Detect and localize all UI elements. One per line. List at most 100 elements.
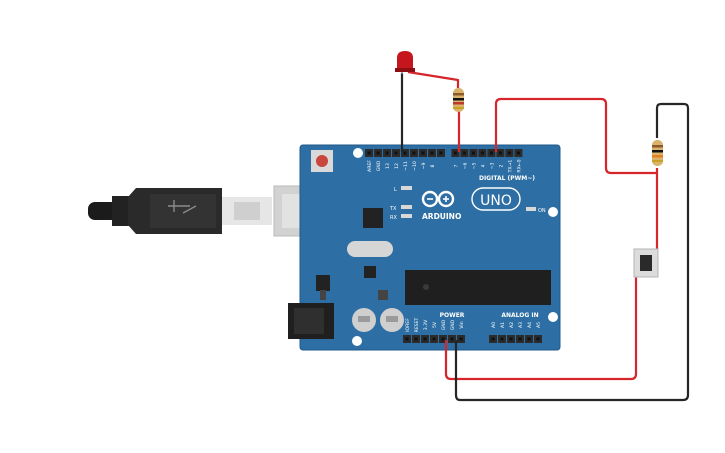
digital-pin-label: TX→1 (507, 160, 513, 174)
digital-socket-hole (462, 151, 466, 155)
usb-cable[interactable] (88, 185, 335, 237)
digital-socket-hole (507, 151, 511, 155)
reset-button[interactable] (311, 150, 333, 172)
digital-pin-label: ~5 (471, 163, 477, 170)
analog-pin-label: A3 (518, 322, 524, 328)
analog-socket-hole (491, 337, 495, 341)
pushbutton[interactable] (633, 248, 659, 278)
analog-socket-hole (509, 337, 513, 341)
usb-icon (168, 200, 197, 214)
small-chip (378, 290, 388, 300)
regulator (316, 275, 330, 291)
digital-socket-hole (421, 151, 425, 155)
digital-socket-hole (480, 151, 484, 155)
digital-pin-label: 7 (453, 164, 459, 167)
power-pin-label: 3.3V (423, 319, 429, 330)
power-socket-hole (414, 337, 418, 341)
wire-resistor-gnd[interactable] (454, 102, 690, 402)
digital-pin-label: 12 (394, 163, 400, 169)
model-badge (471, 187, 521, 211)
power-socket-hole (405, 337, 409, 341)
digital-pin-label: ~3 (489, 163, 495, 170)
led-on-indicator (526, 207, 536, 211)
digital-pin-label: ~6 (462, 163, 468, 170)
led-tx-indicator (401, 205, 412, 209)
digital-pin-label: 2 (498, 164, 504, 167)
digital-socket-hole (498, 151, 502, 155)
digital-socket-hole (489, 151, 493, 155)
regulator-leg (320, 290, 326, 300)
capacitor (380, 308, 404, 332)
digital-socket-hole (385, 151, 389, 155)
usb-chip (363, 208, 383, 228)
digital-socket-hole (453, 151, 457, 155)
analog-pin-label: A2 (509, 322, 515, 328)
capacitor (352, 308, 376, 332)
wire-button-5v[interactable] (444, 275, 638, 381)
label-l: L (394, 187, 397, 193)
mount-hole (353, 148, 363, 158)
small-chip (364, 266, 376, 278)
digital-header[interactable] (365, 149, 523, 157)
digital-socket-hole (367, 151, 371, 155)
resistor-led[interactable] (453, 88, 464, 112)
analog-header[interactable] (489, 335, 542, 343)
power-socket-hole (450, 337, 454, 341)
analog-socket-hole (518, 337, 522, 341)
atmega-chip (405, 270, 551, 305)
label-on: ON (538, 208, 546, 214)
digital-pin-label: 4 (480, 164, 486, 167)
digital-socket-hole (394, 151, 398, 155)
led[interactable] (395, 51, 415, 74)
power-pin-label: GND (441, 319, 447, 330)
led-rx-indicator (401, 214, 412, 218)
digital-pin-label: RX←0 (516, 159, 522, 172)
crystal (347, 241, 393, 257)
digital-socket-hole (516, 151, 520, 155)
analog-pin-label: A5 (536, 322, 542, 328)
arduino-board[interactable]: L TX RX ON ARDUINO UNO DIGITAL (PWM~) PO… (288, 144, 561, 351)
power-socket-hole (459, 337, 463, 341)
wire-led-resistor[interactable] (407, 70, 460, 88)
analog-label: ANALOG IN (501, 312, 538, 319)
power-socket-hole (423, 337, 427, 341)
digital-socket-hole (439, 151, 443, 155)
analog-socket-hole (527, 337, 531, 341)
mount-hole (548, 207, 558, 217)
power-pin-label: 5V (432, 321, 438, 328)
analog-socket-hole (500, 337, 504, 341)
digital-pin-label: ~9 (421, 163, 427, 170)
power-jack[interactable] (288, 303, 334, 339)
wire-pin5-button[interactable] (494, 97, 657, 175)
label-rx: RX (390, 215, 397, 221)
power-pin-label: RESET (414, 317, 420, 332)
power-pin-label: Vin (459, 321, 465, 328)
brand-text: ARDUINO (422, 212, 461, 221)
resistor-button[interactable] (652, 140, 663, 166)
analog-socket-hole (536, 337, 540, 341)
power-header[interactable] (403, 335, 465, 343)
model-text: UNO (480, 193, 512, 209)
power-pin-label: GND (450, 319, 456, 330)
digital-pin-label: 13 (385, 163, 391, 169)
power-socket-hole (432, 337, 436, 341)
analog-pin-label: A4 (527, 322, 533, 328)
digital-socket-hole (376, 151, 380, 155)
digital-pin-label: 8 (430, 164, 436, 167)
arduino-logo-icon (421, 190, 455, 208)
digital-pin-label: ~11 (403, 161, 409, 171)
digital-pin-label: AREF (367, 160, 373, 172)
digital-pin-label: GND (376, 160, 382, 171)
digital-socket-hole (403, 151, 407, 155)
analog-pin-label: A1 (500, 322, 506, 328)
power-label: POWER (440, 312, 465, 319)
label-tx: TX (389, 206, 397, 212)
mount-hole (352, 336, 362, 346)
analog-pin-label: A0 (491, 322, 497, 328)
digital-socket-hole (412, 151, 416, 155)
led-l-indicator (401, 186, 412, 190)
